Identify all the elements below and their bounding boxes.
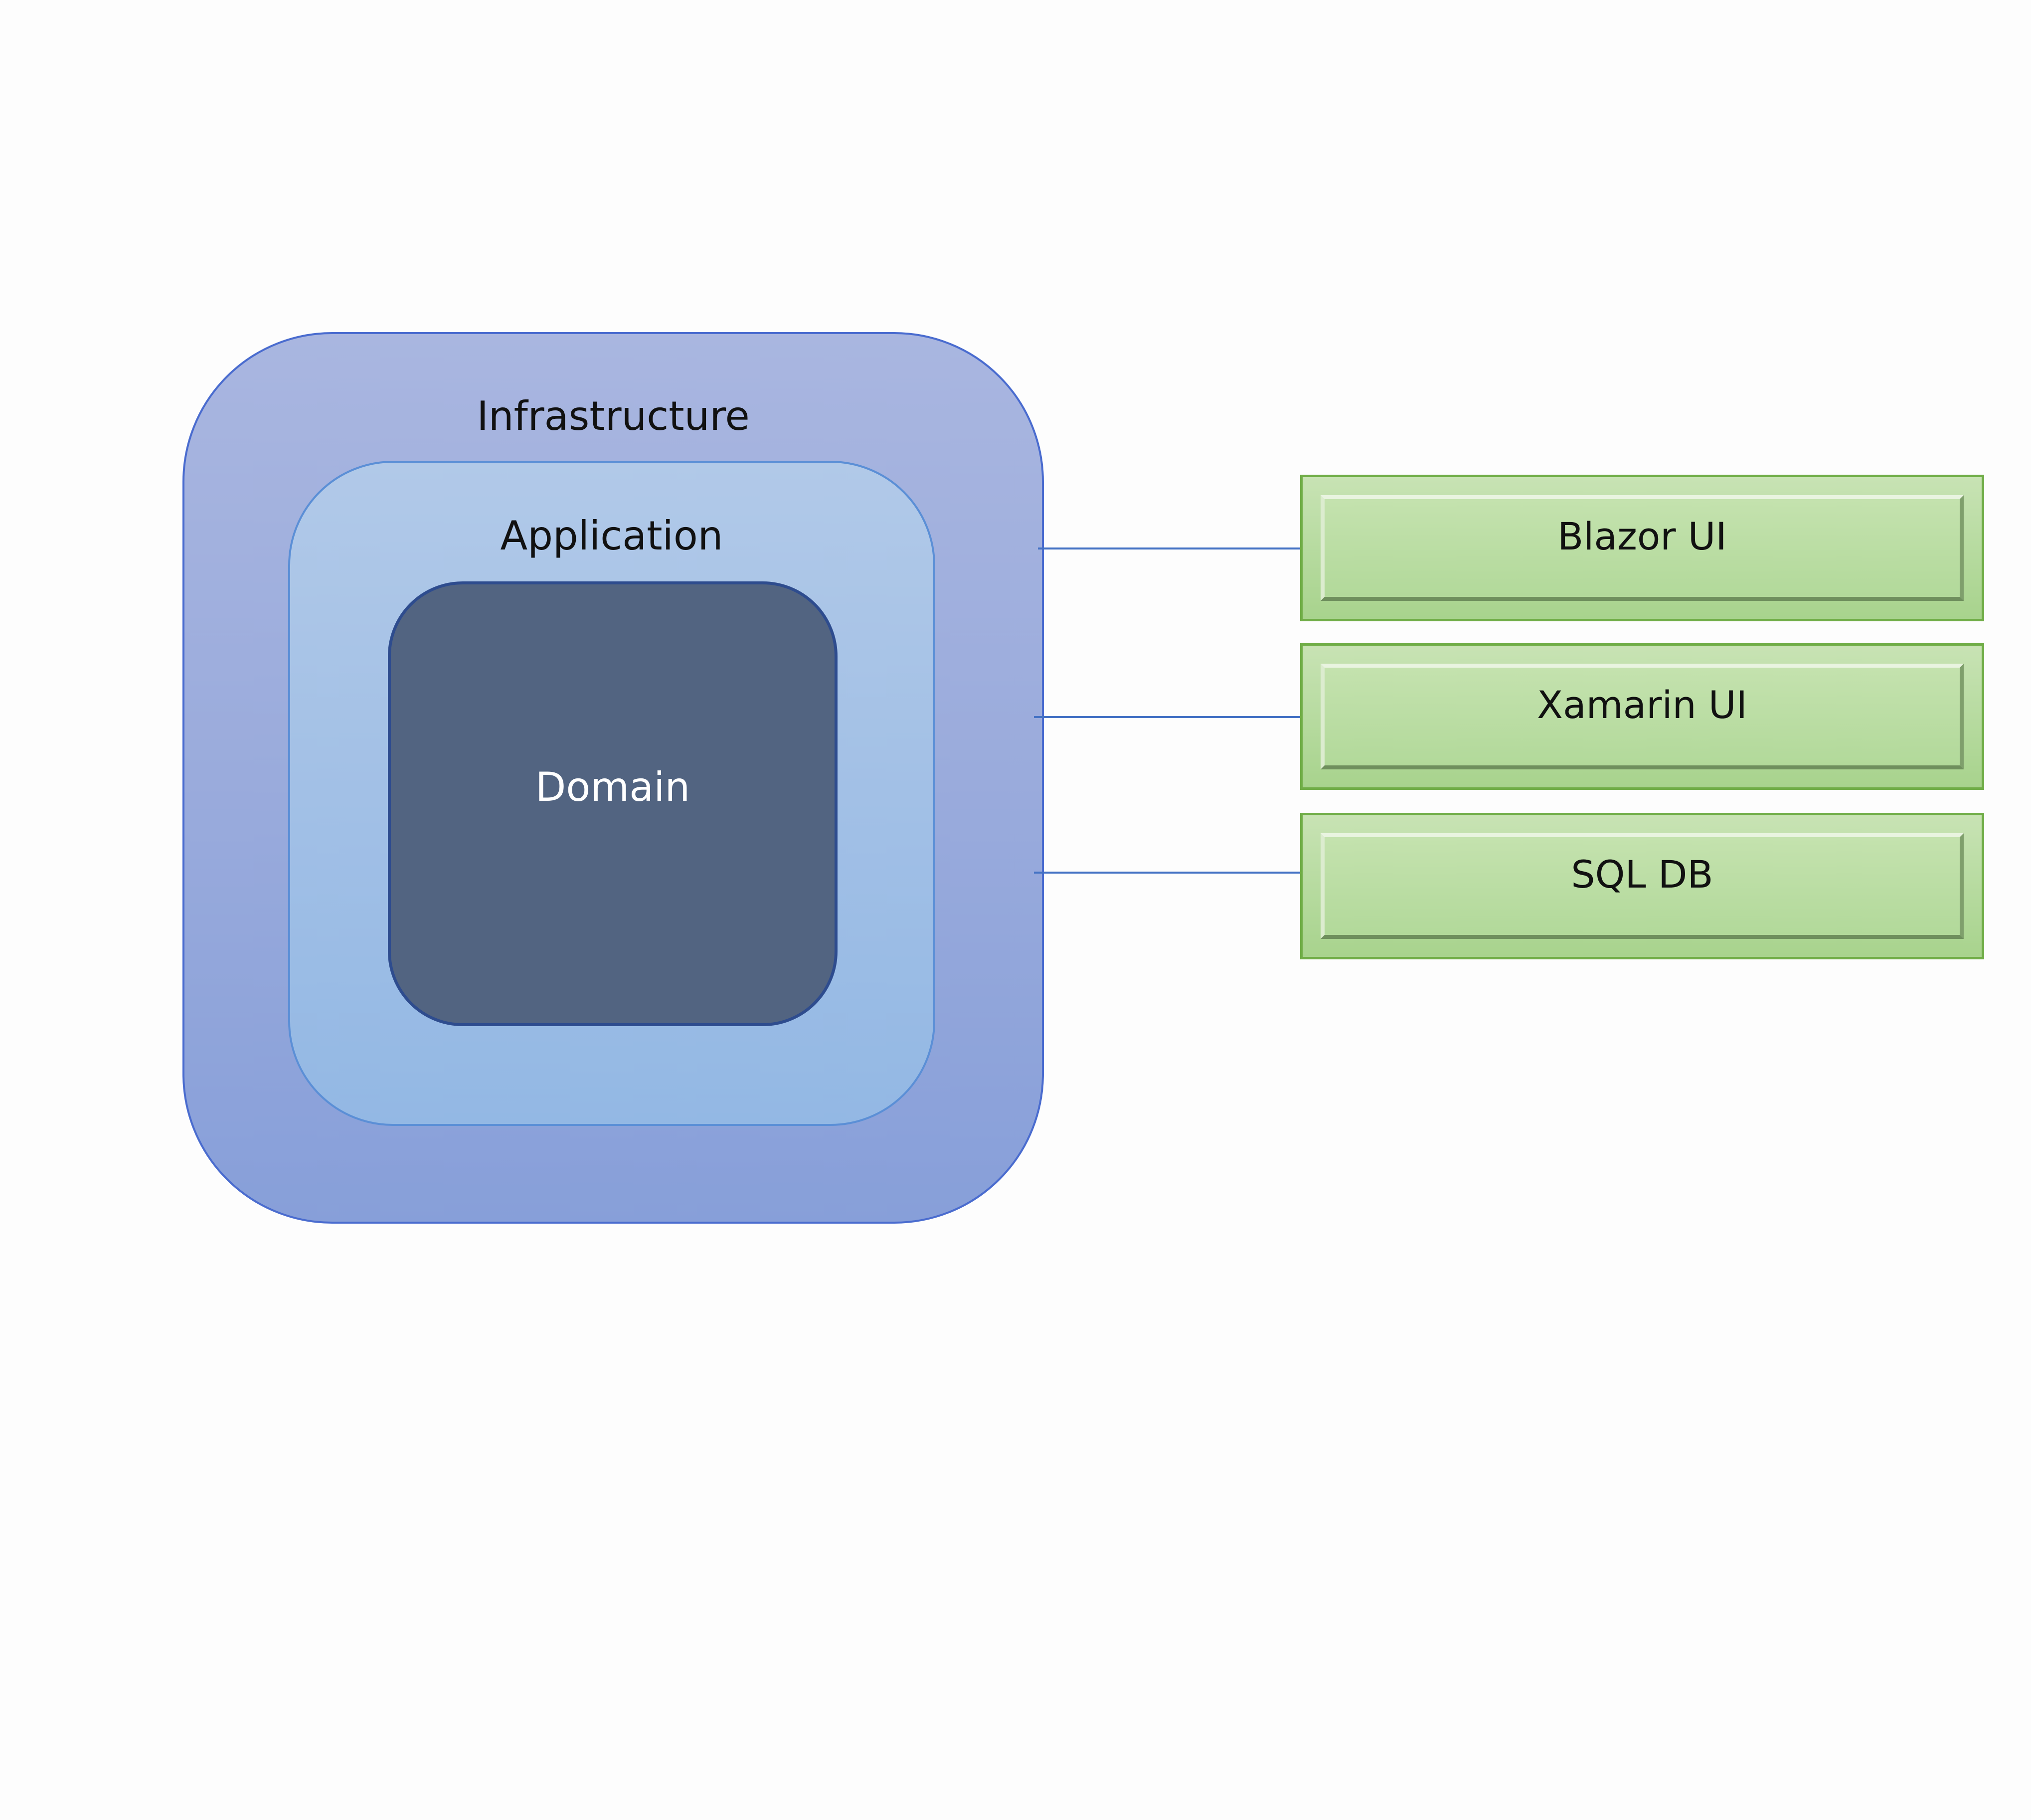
application-label: Application — [500, 513, 723, 559]
external-box-xamarin-ui: Xamarin UI — [1300, 643, 1984, 790]
external-box-blazor-ui: Blazor UI — [1300, 475, 1984, 621]
external-box-label: Xamarin UI — [1537, 683, 1747, 727]
external-box-label: SQL DB — [1571, 852, 1713, 897]
external-box-inner: Xamarin UI — [1321, 664, 1964, 769]
external-box-sql-db: SQL DB — [1300, 813, 1984, 959]
external-box-inner: SQL DB — [1321, 833, 1964, 939]
domain-label: Domain — [535, 764, 690, 810]
external-box-inner: Blazor UI — [1321, 495, 1964, 601]
infrastructure-label: Infrastructure — [477, 393, 750, 439]
domain-layer: Domain — [388, 581, 838, 1026]
external-box-label: Blazor UI — [1557, 514, 1727, 558]
